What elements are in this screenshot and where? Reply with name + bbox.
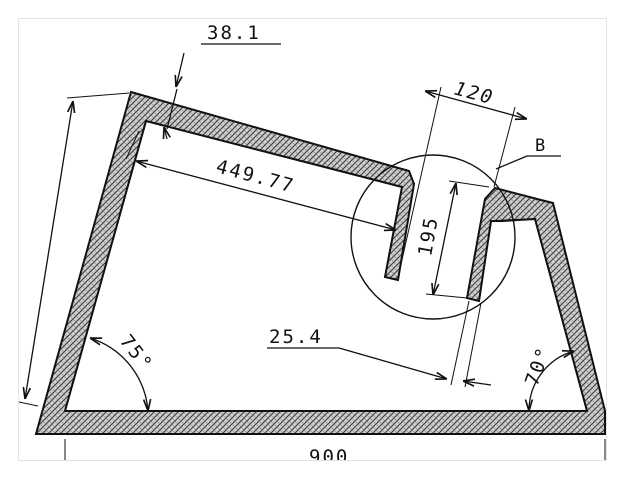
dim-lip: 195 xyxy=(414,214,443,258)
technical-drawing: 38.1 449.77 120 195 B 25.4 75° 70° 900 5… xyxy=(19,22,606,460)
dim-top-inner: 449.77 xyxy=(214,156,298,198)
drawing-frame: 38.1 449.77 120 195 B 25.4 75° 70° 900 5… xyxy=(18,18,607,461)
dim-left-side: 510 xyxy=(19,193,23,237)
angle-left: 75° xyxy=(115,331,157,376)
dim-gap: 120 xyxy=(452,78,497,110)
dim-thickness-top: 38.1 xyxy=(207,22,261,44)
angle-right: 70° xyxy=(521,343,555,388)
detail-label-b: B xyxy=(535,136,545,156)
dim-base: 900 xyxy=(309,446,349,460)
section-profile xyxy=(34,90,606,435)
dim-thickness-bottom: 25.4 xyxy=(269,326,323,348)
detail-circle-b xyxy=(350,154,516,320)
